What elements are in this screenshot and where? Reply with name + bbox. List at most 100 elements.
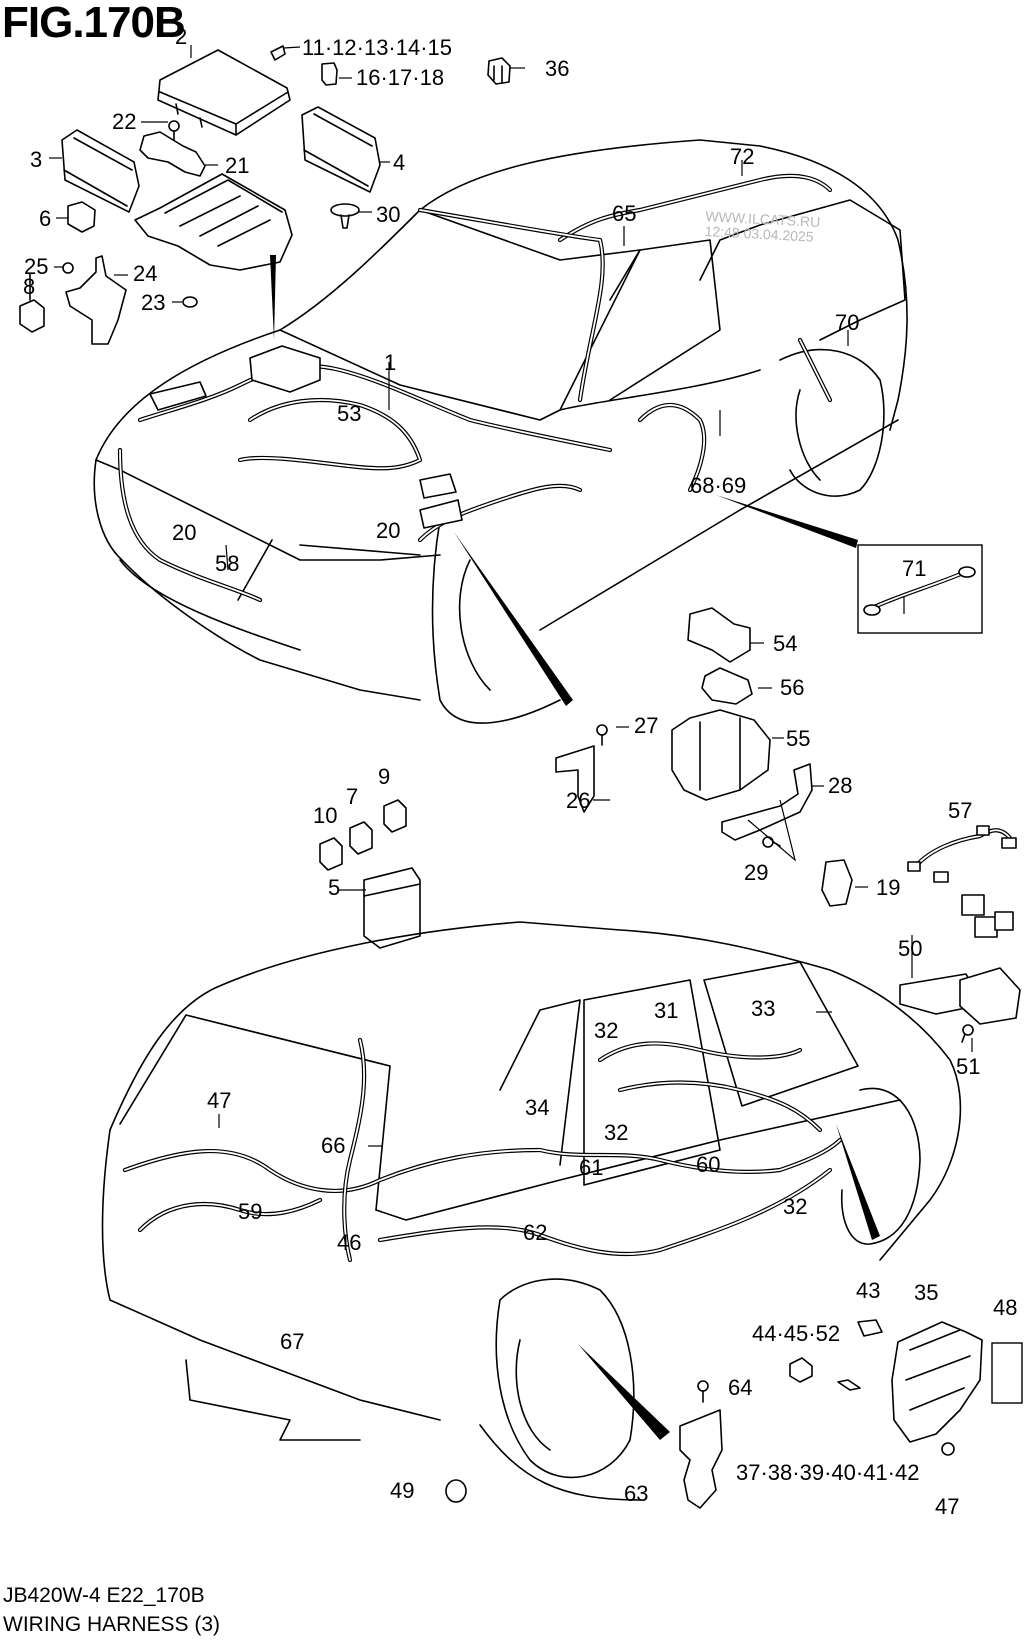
callout-54[interactable]: 54	[773, 631, 798, 656]
callout-27[interactable]: 27	[634, 713, 659, 738]
callout-6[interactable]: 6	[39, 206, 52, 231]
part-48-box[interactable]	[991, 1342, 1023, 1404]
callout-1[interactable]: 1	[384, 350, 397, 375]
callout-8[interactable]: 8	[23, 274, 36, 299]
callout-55[interactable]: 55	[786, 726, 811, 751]
callout-9[interactable]: 9	[378, 764, 391, 789]
callout-32a[interactable]: 32	[594, 1018, 619, 1043]
callout-23[interactable]: 23	[141, 290, 166, 315]
bolt-part-27[interactable]	[596, 724, 608, 746]
callout-60[interactable]: 60	[696, 1152, 721, 1177]
relay-part-7[interactable]	[349, 821, 373, 855]
harness-part-57[interactable]	[907, 825, 1017, 883]
connector-part-36[interactable]	[487, 57, 511, 85]
nut-part-47-lower[interactable]	[941, 1442, 955, 1456]
callout-51[interactable]: 51	[956, 1054, 981, 1079]
callout-65[interactable]: 65	[612, 201, 637, 226]
callout-7[interactable]: 7	[346, 784, 359, 809]
callout-53[interactable]: 53	[337, 401, 362, 426]
callout-56[interactable]: 56	[780, 675, 805, 700]
bolt-part-51[interactable]	[961, 1024, 974, 1043]
callout-16-18[interactable]: 16·17·18	[356, 65, 445, 90]
fuse-part-37[interactable]	[837, 1379, 861, 1391]
relay-bracket-part-50[interactable]	[899, 894, 1021, 1025]
callout-66[interactable]: 66	[321, 1133, 346, 1158]
bolt-part-29[interactable]	[747, 799, 797, 862]
callout-43[interactable]: 43	[856, 1278, 881, 1303]
callout-21[interactable]: 21	[225, 153, 250, 178]
callout-3[interactable]: 3	[30, 147, 43, 172]
callout-29[interactable]: 29	[744, 860, 769, 885]
callout-68-69[interactable]: 68·69	[690, 473, 747, 498]
callout-30[interactable]: 30	[376, 202, 401, 227]
connector-part-43[interactable]	[857, 1319, 883, 1337]
callout-25[interactable]: 25	[24, 254, 49, 279]
callout-63[interactable]: 63	[624, 1481, 649, 1506]
relay-part-6[interactable]	[67, 201, 96, 233]
nut-part-25[interactable]	[62, 262, 74, 274]
callout-64[interactable]: 64	[728, 1375, 753, 1400]
callout-50[interactable]: 50	[898, 936, 923, 961]
relay-cap-part-16[interactable]	[321, 62, 338, 86]
callout-36[interactable]: 36	[545, 56, 570, 81]
terminal-part-56[interactable]	[701, 667, 753, 705]
callout-19[interactable]: 19	[876, 875, 901, 900]
callout-10[interactable]: 10	[313, 803, 338, 828]
cover-part-54[interactable]	[687, 607, 751, 663]
callout-49[interactable]: 49	[390, 1478, 415, 1503]
grommet-part-23[interactable]	[182, 296, 198, 308]
fuse-relay-box-part-55[interactable]	[671, 709, 771, 801]
callout-4[interactable]: 4	[393, 150, 406, 175]
callout-44-52[interactable]: 44·45·52	[752, 1321, 841, 1346]
callout-32c[interactable]: 32	[783, 1194, 808, 1219]
callout-34[interactable]: 34	[525, 1095, 550, 1120]
callout-11-15[interactable]: 11·12·13·14·15	[302, 35, 453, 60]
callout-33[interactable]: 33	[751, 996, 776, 1021]
bracket-part-63[interactable]	[679, 1409, 723, 1509]
callout-67[interactable]: 67	[280, 1329, 305, 1354]
callout-70[interactable]: 70	[835, 310, 860, 335]
fuse-box-cover-part-2[interactable]	[157, 49, 291, 136]
callout-72[interactable]: 72	[730, 144, 755, 169]
callout-31[interactable]: 31	[654, 998, 679, 1023]
junction-block-part-35[interactable]	[891, 1321, 983, 1443]
bracket-part-24[interactable]	[65, 255, 127, 345]
callout-28[interactable]: 28	[828, 773, 853, 798]
clip-part-30[interactable]	[330, 203, 360, 229]
front-harness-part-1[interactable]	[117, 173, 833, 603]
callout-24[interactable]: 24	[133, 261, 158, 286]
bracket-part-28[interactable]	[721, 763, 813, 841]
fuse-box-part-5[interactable]	[363, 867, 421, 949]
cover-part-19[interactable]	[821, 859, 853, 907]
bracket-part-26[interactable]	[555, 745, 595, 813]
callout-5[interactable]: 5	[328, 875, 341, 900]
relay-part-44[interactable]	[789, 1357, 813, 1383]
callout-46[interactable]: 46	[337, 1230, 362, 1255]
callout-35[interactable]: 35	[914, 1280, 939, 1305]
callout-26[interactable]: 26	[566, 788, 591, 813]
callout-71[interactable]: 71	[902, 556, 927, 581]
callout-57[interactable]: 57	[948, 798, 973, 823]
callout-20b[interactable]: 20	[376, 518, 401, 543]
callout-47a[interactable]: 47	[207, 1088, 232, 1113]
bolt-part-64[interactable]	[697, 1380, 709, 1403]
bracket-part-21[interactable]	[139, 131, 206, 177]
callout-48[interactable]: 48	[993, 1295, 1018, 1320]
callout-58[interactable]: 58	[215, 551, 240, 576]
relay-part-9[interactable]	[383, 799, 407, 833]
callout-32b[interactable]: 32	[604, 1120, 629, 1145]
fuse-box-base-part[interactable]	[134, 173, 293, 271]
callout-22[interactable]: 22	[112, 109, 137, 134]
grommet-part-49[interactable]	[445, 1479, 467, 1503]
relay-block-part-3[interactable]	[61, 129, 140, 213]
relay-part-10[interactable]	[319, 837, 343, 871]
callout-47b[interactable]: 47	[935, 1494, 960, 1519]
relay-block-part-4[interactable]	[301, 106, 381, 193]
callout-61[interactable]: 61	[579, 1155, 604, 1180]
callout-62[interactable]: 62	[523, 1220, 548, 1245]
callout-37-42[interactable]: 37·38·39·40·41·42	[736, 1460, 920, 1485]
small-clip-part-11[interactable]	[270, 45, 286, 61]
callout-20a[interactable]: 20	[172, 520, 197, 545]
callout-59[interactable]: 59	[238, 1199, 263, 1224]
callout-2[interactable]: 2	[175, 24, 188, 49]
